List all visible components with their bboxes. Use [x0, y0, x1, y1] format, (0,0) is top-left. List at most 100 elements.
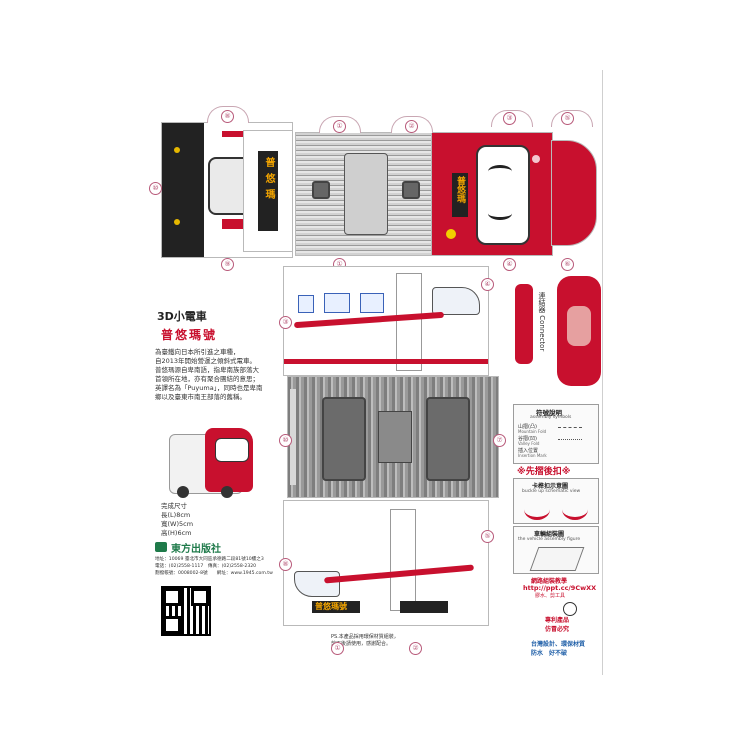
assembly-subtitle: the vehicle assembly figure — [518, 537, 581, 542]
tab-number: ① — [331, 642, 344, 655]
legend-item-en: Mountain Fold — [518, 429, 547, 434]
legend-item-label: 插入位置 — [518, 448, 539, 454]
roof-pantograph — [344, 153, 388, 235]
side-cab-window — [432, 287, 480, 315]
cab-lamp-1 — [446, 229, 456, 239]
side-door-lower — [390, 509, 416, 611]
tab-number: ⑩ — [279, 434, 292, 447]
legend-item-label: 山摺(凸) — [518, 424, 537, 430]
publisher-logo-icon — [155, 542, 167, 552]
description-line: 普悠瑪源自卑南語，指卑南族部落大 — [155, 366, 259, 374]
mountain-fold-line — [558, 427, 582, 428]
legend-item-label: 谷摺(凹) — [518, 436, 537, 442]
video-url[interactable]: http://ppt.cc/9CwXX — [523, 584, 597, 592]
publisher-info: 地址：10069 臺北市大同區承德路二段81號10樓之3 電話：(02)2558… — [155, 556, 273, 577]
qr-finder — [191, 588, 209, 606]
video-tutorial-box[interactable]: 網路組裝教學 http://ppt.cc/9CwXX 膠水、剪工具 — [523, 576, 597, 600]
bogie-left — [322, 397, 366, 481]
side-panel-upper — [283, 266, 489, 376]
dimension-line: 長(L)8cm — [161, 511, 191, 519]
side-window — [298, 295, 314, 313]
train-name: 普悠瑪號 — [161, 328, 218, 342]
cab-lamp-2 — [532, 155, 540, 163]
cab-sign-plate: 普悠瑪 — [452, 173, 468, 217]
side-door — [396, 273, 422, 371]
side-window — [360, 293, 384, 313]
dimension-line: 高(H)6cm — [161, 529, 192, 537]
symbol-legend: 符號說明 assembly symbols 山摺(凸) Mountain Fol… — [513, 404, 599, 464]
tab-number: ③ — [279, 316, 292, 329]
qr-finder — [163, 616, 181, 634]
tab-number: ② — [405, 120, 418, 133]
roof-vent-left — [312, 181, 330, 199]
made-line: 台灣設計、環保材質 — [531, 641, 586, 648]
front-headlight-1 — [174, 147, 180, 153]
description-line: 鄉以及臺東市南王部落的舊稱。 — [155, 393, 246, 401]
legend-item-en: Valley Fold — [518, 441, 540, 446]
tab-number: ⑤ — [561, 112, 574, 125]
instruction-line: PS.本產品採用環保材質組裝， — [331, 634, 399, 640]
valley-fold-line — [558, 439, 582, 440]
cab-eye-top — [488, 165, 512, 178]
made-line: 防水 好不破 — [531, 650, 568, 657]
instruction-note: PS.本產品採用環保材質組裝， 剪下後請使用，感謝配合。 — [331, 634, 399, 648]
tab-number: ⑧ — [279, 558, 292, 571]
center-equipment — [378, 411, 412, 463]
model-wheel — [221, 486, 233, 498]
assembly-title: 車輛組裝圖 — [534, 531, 565, 538]
side-window — [324, 293, 350, 313]
description-line: 英譯名為「Puyuma」，同時也是卑南 — [155, 384, 263, 392]
tab-number: ⑤ — [481, 530, 494, 543]
fold-first-tip: ※先摺後扣※ — [517, 467, 571, 477]
roof-vent-right — [402, 181, 420, 199]
side-cab-window-lower — [294, 571, 340, 597]
instruction-line: 剪下後請使用，感謝配合。 — [331, 641, 392, 647]
coupler-detail — [567, 306, 591, 346]
model-windshield — [215, 438, 249, 462]
recycle-icon — [563, 602, 577, 616]
side-sign-plate: 普悠瑪號 — [312, 601, 360, 613]
publisher-info-line: 電話：(02)2558-1117 傳真：(02)2558-2320 — [155, 564, 257, 569]
legend-title: 符號說明 — [536, 409, 562, 417]
tab-number: ④ — [481, 278, 494, 291]
description-line: 首領所在地，亦有聚合團結的意思； — [155, 375, 259, 383]
cab-sign-text: 普悠瑪 — [455, 176, 465, 203]
video-note: 膠水、剪工具 — [535, 593, 566, 599]
dimension-line: 寬(W)5cm — [161, 520, 194, 528]
papercraft-sheet: 普悠瑪 普悠瑪 ⑧ ① ② ③ ⑤ ⑩ ⑨ ① ④ ⑥ 3D小電車 普悠瑪號 為… — [147, 70, 603, 675]
legend-item-en: Insertion Mark — [518, 453, 547, 458]
publisher-info-line: 地址：10069 臺北市大同區承德路二段81號10樓之3 — [155, 557, 264, 562]
cab-front-panel: 普悠瑪 — [431, 132, 553, 256]
tab-number: ⑧ — [221, 110, 234, 123]
front-sign-text: 普悠瑪 — [263, 157, 274, 205]
cab-windshield — [476, 145, 530, 245]
dimensions: 完成尺寸 長(L)8cm 寬(W)5cm 高(H)6cm — [161, 502, 193, 538]
buckle-figure — [562, 499, 588, 520]
underframe-side-text — [290, 389, 296, 485]
bogie-right — [426, 397, 470, 481]
description: 為臺鐵向日本所引進之車種， 自2013年開始營運之傾斜式電車。 普悠瑪源自卑南語… — [155, 348, 279, 402]
side-red-stripe — [284, 359, 488, 364]
connector-label: 連結器 Connector — [538, 292, 546, 352]
nose-panel — [551, 140, 597, 246]
front-sign-plate: 普悠瑪 — [258, 151, 278, 231]
connector-piece — [515, 284, 533, 364]
patent-note: 專利產品 仿冒必究 — [545, 616, 569, 634]
front-top-stripe — [162, 123, 204, 257]
qr-code[interactable] — [161, 586, 211, 636]
side-sign-text: 普悠瑪號 — [315, 602, 347, 611]
legend-subtitle: assembly symbols — [530, 415, 572, 420]
tab-number: ⑨ — [221, 258, 234, 271]
patent-line: 仿冒必究 — [545, 626, 570, 633]
tab-number: ② — [409, 642, 422, 655]
description-line: 自2013年開始營運之傾斜式電車。 — [155, 357, 257, 365]
underframe-panel — [287, 376, 499, 498]
dimension-line: 完成尺寸 — [161, 502, 187, 510]
front-headlight-2 — [174, 219, 180, 225]
assembly-figure: 車輛組裝圖 the vehicle assembly figure — [513, 526, 599, 574]
buckle-diagram: 卡榫扣示意圖 buckle up schematic view — [513, 478, 599, 524]
publisher-info-line: 劃撥帳號：0008002-8號 網址：www.1945.com.tw — [155, 571, 273, 576]
buckle-subtitle: buckle up schematic view — [522, 489, 581, 494]
side-panel-lower: 普悠瑪號 — [283, 500, 489, 626]
qr-finder — [163, 588, 181, 606]
